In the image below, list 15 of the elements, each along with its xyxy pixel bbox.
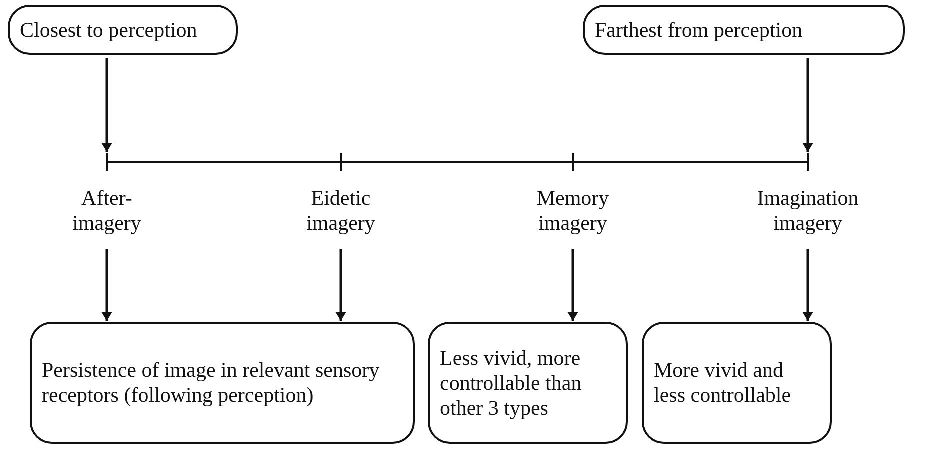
text-box: Persistence of image in relevant sensory receptors (following perception) [30, 322, 415, 444]
arrow [102, 249, 112, 321]
arrow [804, 58, 812, 152]
timeline-label: Eidetic imagery [291, 186, 391, 246]
timeline-label: Memory imagery [523, 186, 623, 246]
arrow [336, 249, 346, 321]
arrow [568, 249, 578, 321]
text-box: Farthest from perception [583, 5, 905, 55]
arrow [804, 249, 812, 321]
timeline-label: After-imagery [62, 186, 152, 246]
text-box: Closest to perception [8, 5, 238, 55]
text-box: More vivid and less controllable [642, 322, 832, 444]
arrow [102, 58, 112, 152]
text-box: Less vivid, more controllable than other 3 types [428, 322, 628, 444]
timeline-label: Imagination imagery [743, 186, 873, 246]
